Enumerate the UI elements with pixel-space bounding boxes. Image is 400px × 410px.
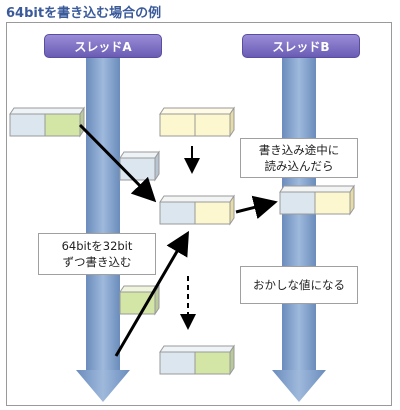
upper-half-piece — [119, 284, 160, 316]
note-write-32bit-line1: 64bitを32bit — [61, 239, 133, 253]
thread-a-value-block — [9, 106, 85, 138]
note-mid-write-read-line2: 読み込んだら — [264, 159, 334, 173]
thread-b-header: スレッドB — [242, 34, 360, 58]
arrow-read-mid-write — [235, 195, 278, 220]
note-write-32bit-line2: ずつ書き込む — [62, 255, 132, 269]
thread-a-lane — [76, 50, 130, 402]
thread-b-lane — [272, 50, 326, 402]
thread-b-read-block — [279, 184, 355, 216]
note-result: おかしな値になる — [240, 266, 358, 304]
note-mid-write-read-line1: 書き込み途中に — [258, 143, 340, 157]
note-write-32bit: 64bitを32bit ずつ書き込む — [38, 233, 156, 275]
lower-half-piece — [119, 150, 160, 182]
note-result-text: おかしな値になる — [253, 278, 345, 292]
arrow-write-second-half — [114, 230, 190, 357]
page-title: 64bitを書き込む場合の例 — [6, 6, 162, 21]
memory-initial-block — [159, 106, 235, 138]
memory-partial-block — [159, 194, 235, 226]
thread-a-header: スレッドA — [44, 34, 162, 58]
memory-final-block — [159, 344, 235, 376]
arrow-write-first-half — [78, 123, 157, 203]
note-mid-write-read: 書き込み途中に 読み込んだら — [240, 138, 358, 178]
